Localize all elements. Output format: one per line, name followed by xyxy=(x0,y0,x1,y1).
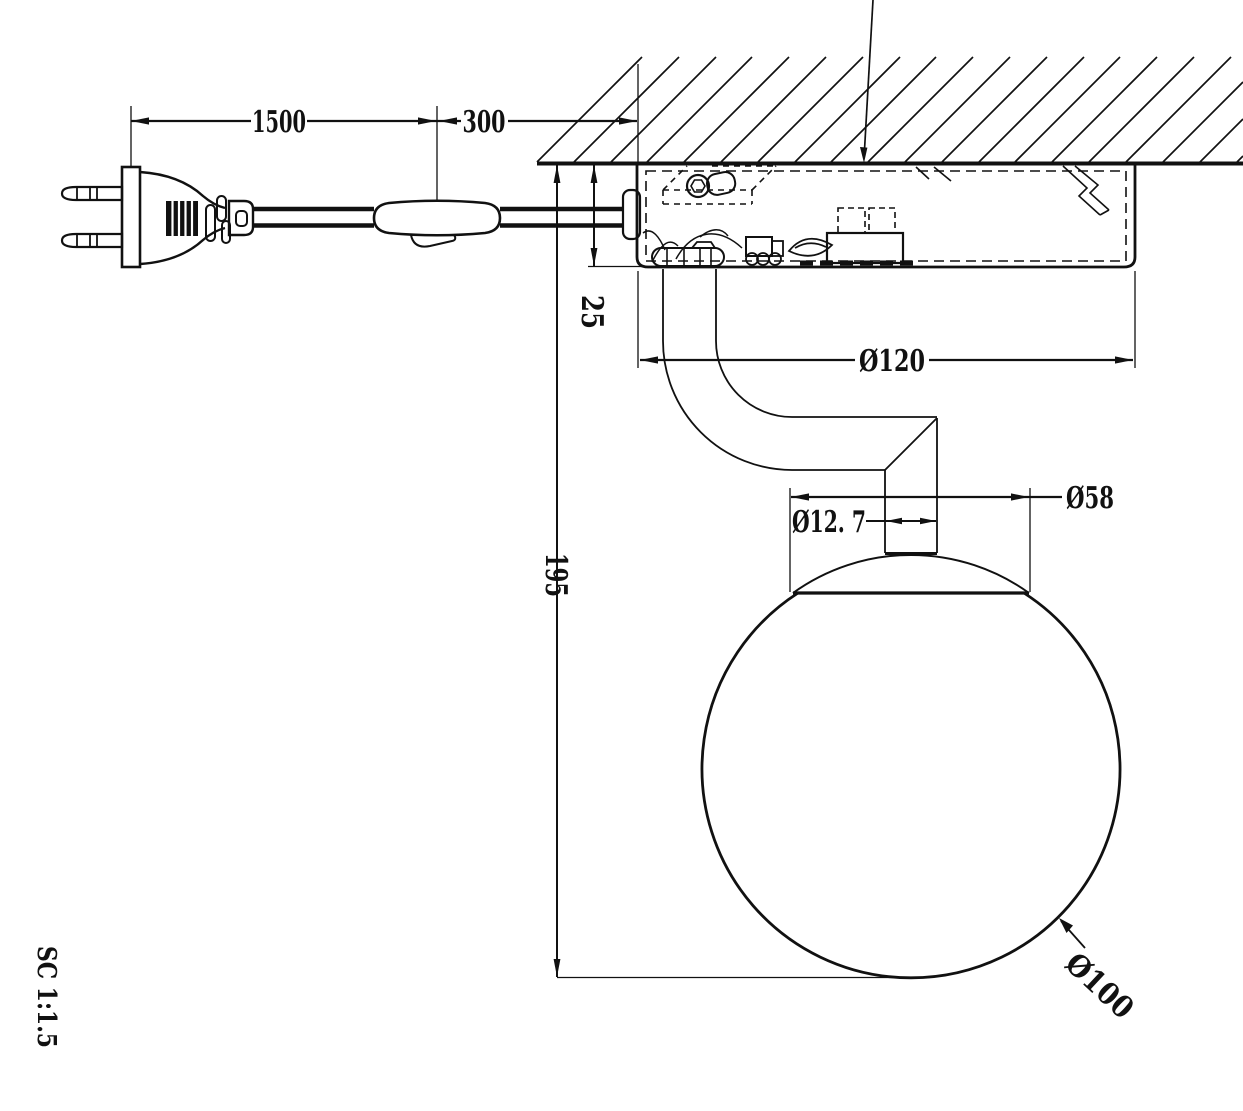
wire-loop xyxy=(787,237,834,257)
canopy-box xyxy=(621,164,1137,269)
dim-58-label: Ø58 xyxy=(1066,481,1114,516)
power-cord xyxy=(253,206,626,228)
dim-12-7-label: Ø12. 7 xyxy=(792,505,866,540)
ceiling-hatch xyxy=(536,56,1243,163)
dimension-recess-depth: 25 xyxy=(574,165,661,329)
suspension-arm xyxy=(662,269,938,553)
dim-100-label: Ø100 xyxy=(1058,946,1140,1026)
dim-1500-label: 1500 xyxy=(252,105,306,140)
wire-connectors xyxy=(651,241,725,267)
clamp-screw-icon xyxy=(685,173,711,199)
plug-ribbed-grip xyxy=(166,201,198,236)
connector-block xyxy=(745,236,784,266)
dim-300-label: 300 xyxy=(463,105,506,140)
dimension-neck-diameter: Ø58 xyxy=(789,481,1114,592)
dimension-canopy-diameter: Ø120 xyxy=(637,271,1136,379)
terminal-block xyxy=(825,207,905,265)
dim-120-label: Ø120 xyxy=(859,344,925,379)
dimension-cord-length: 1500 300 xyxy=(130,64,639,202)
dimension-globe-diameter: Ø100 xyxy=(1058,918,1140,1026)
dimension-stem-diameter: Ø12. 7 xyxy=(792,505,936,540)
dim-195-label: 195 xyxy=(538,553,573,597)
plug-face-plate xyxy=(120,165,142,269)
inline-switch xyxy=(372,199,502,248)
dim-25-label: 25 xyxy=(574,295,609,329)
globe-circle xyxy=(700,591,1122,980)
globe-shade xyxy=(700,552,1122,980)
switch-slider xyxy=(410,234,457,248)
ceiling-pointer-arrow-icon xyxy=(860,0,874,163)
spring-clip xyxy=(915,165,1110,216)
plug-cord-grip xyxy=(227,199,255,237)
plug-prong-lower xyxy=(60,232,124,249)
globe-neck-dome xyxy=(792,553,1030,594)
canopy-outline xyxy=(635,164,1137,269)
internal-wires xyxy=(642,229,743,263)
power-plug xyxy=(60,165,255,269)
scale-note: SC 1:1.5 xyxy=(31,946,61,1048)
plug-prong-upper xyxy=(60,185,124,202)
dimension-drop-height: 195 xyxy=(538,165,930,979)
